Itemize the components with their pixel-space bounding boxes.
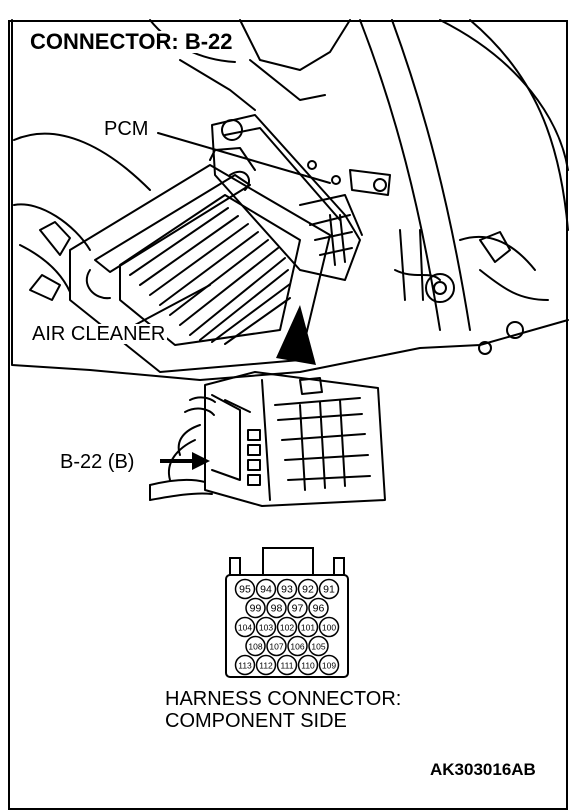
pin-110-label: 110 [301,661,315,671]
pin-108-circle [245,635,266,657]
pin-112-label: 112 [259,661,273,671]
pin-111-circle [276,654,298,676]
connector-id-label: B-22 (B) [60,451,135,473]
pcm-leader-line [157,132,331,184]
pin-94-circle [255,578,277,600]
connector-arrow [160,452,210,470]
pin-109-circle [318,654,340,676]
pin-91-circle [318,578,340,600]
pin-99-label: 99 [250,603,262,615]
pin-103-label: 103 [259,623,273,633]
pin-98-label: 98 [271,603,283,615]
pin-103-circle [255,616,277,638]
pin-97-circle [287,597,308,619]
pin-111-label: 111 [281,661,294,671]
pin-93-circle [276,578,298,600]
harness-connector-caption: HARNESS CONNECTOR: COMPONENT SIDE [165,688,401,732]
pin-105-label: 105 [311,642,325,652]
pin-94-label: 94 [260,584,272,596]
pin-110-circle [297,654,319,676]
pin-98-circle [266,597,287,619]
pin-92-circle [297,578,319,600]
harness-caption-line2: COMPONENT SIDE [165,710,347,732]
pcm-label: PCM [102,118,151,140]
pin-108-label: 108 [248,642,262,652]
engine-bay-outline [11,19,569,381]
pin-97-label: 97 [292,603,304,615]
pin-100-label: 100 [322,623,336,633]
pin-95-label: 95 [239,584,251,596]
pin-107-circle [266,635,287,657]
pin-92-label: 92 [302,584,314,596]
air-cleaner-leader-line [134,284,211,326]
pin-102-circle [276,616,298,638]
pin-113-label: 113 [238,661,252,671]
pin-101-label: 101 [301,623,315,633]
pin-93-label: 93 [281,584,293,596]
pin-96-label: 96 [313,603,325,615]
detail-pointer-triangle [276,305,316,365]
pin-101-circle [297,616,319,638]
figure-code: AK303016AB [430,760,536,779]
pin-99-circle [245,597,266,619]
pin-106-label: 106 [290,642,304,652]
pin-105-circle [308,635,329,657]
pcm-in-bay [211,114,363,281]
pin-91-label: 91 [323,584,335,596]
pin-109-label: 109 [322,661,336,671]
diagram-frame [8,20,568,810]
pin-100-circle [318,616,340,638]
pin-104-label: 104 [238,623,252,633]
pin-102-label: 102 [280,623,294,633]
pin-107-label: 107 [269,642,283,652]
pin-104-circle [234,616,256,638]
page-title: CONNECTOR: B-22 [28,29,235,54]
pin-96-circle [308,597,329,619]
pin-106-circle [287,635,308,657]
connector-pin-grid: 95 94 93 92 91 99 98 97 96 104 103 102 101 100 108 107 1… [234,578,340,676]
air-cleaner-label: AIR CLEANER [30,323,168,345]
pin-95-circle [234,578,256,600]
pin-112-circle [255,654,277,676]
harness-caption-line1: HARNESS CONNECTOR: [165,688,402,710]
pin-113-circle [234,654,256,676]
pcm-connector-detail [149,371,386,507]
